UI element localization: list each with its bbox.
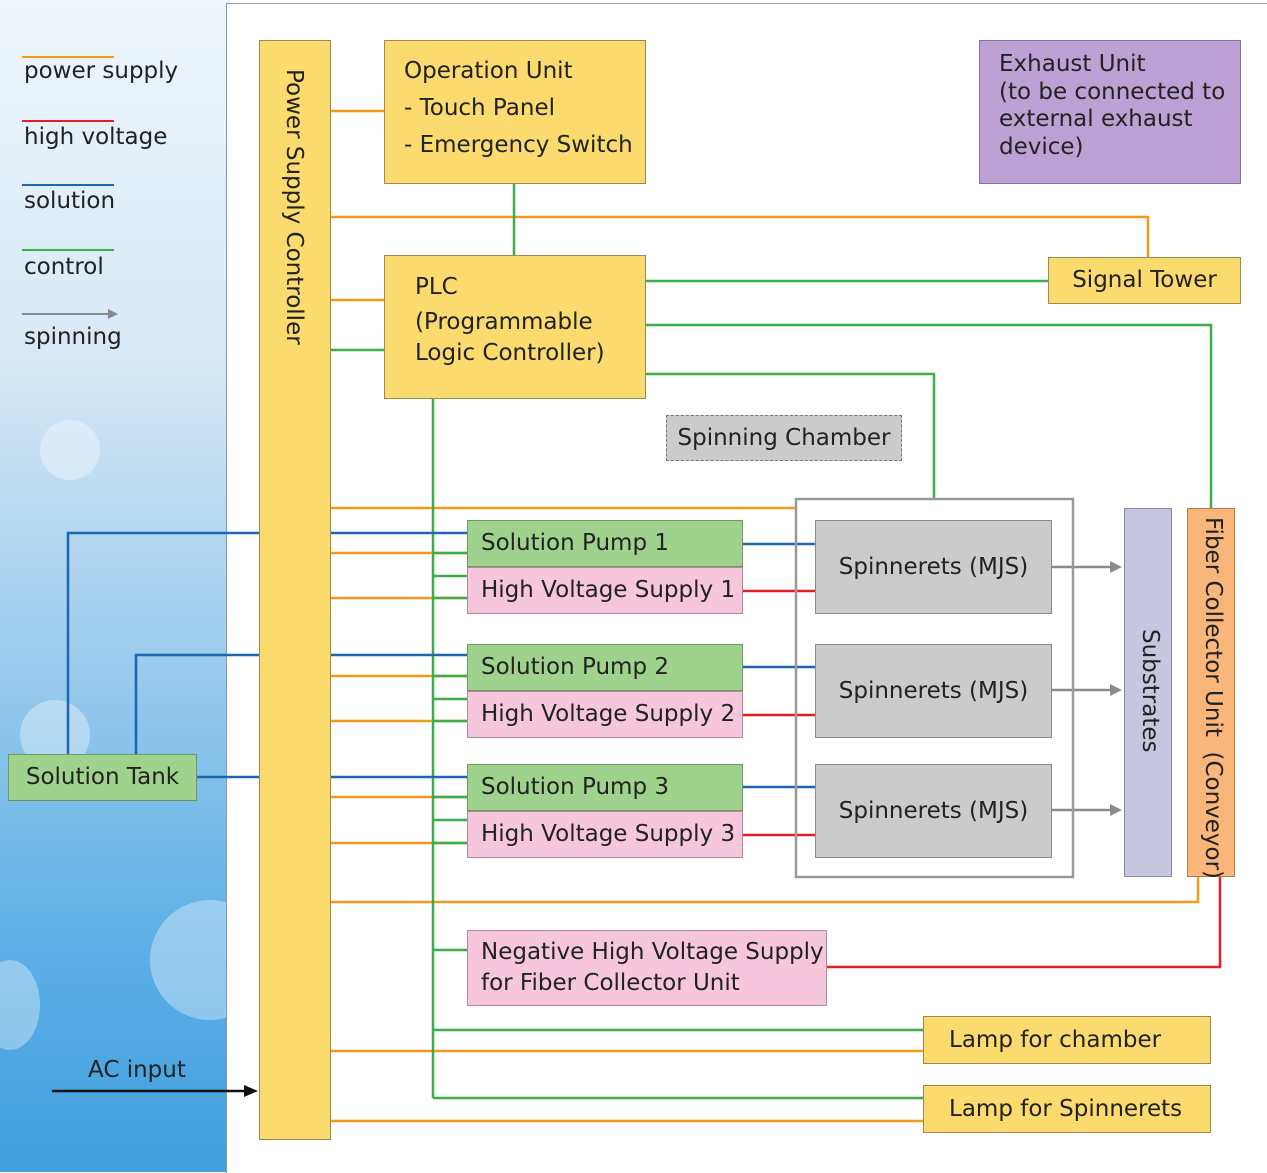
fiber-collector-unit: Fiber Collector Unit (Conveyor) bbox=[1187, 508, 1235, 880]
negative-high-voltage-supply: Negative High Voltage Supply for Fiber C… bbox=[467, 930, 827, 1006]
substrates-label: Substrates bbox=[1136, 629, 1163, 753]
operation-unit: Operation Unit - Touch Panel - Emergency… bbox=[384, 40, 646, 184]
high-voltage-lines bbox=[743, 589, 1222, 969]
exhaust-unit-line2: (to be connected to bbox=[999, 78, 1226, 105]
solution-pump-3-label: Solution Pump 3 bbox=[481, 774, 669, 800]
spinnerets-3: Spinnerets (MJS) bbox=[815, 764, 1052, 858]
fiber-collector-unit-label: Fiber Collector Unit (Conveyor) bbox=[1199, 517, 1226, 880]
solution-lines bbox=[66, 531, 815, 789]
exhaust-unit-line3: external exhaust bbox=[999, 106, 1193, 133]
spinning-chamber-label: Spinning Chamber bbox=[677, 425, 891, 451]
solution-tank: Solution Tank bbox=[8, 754, 197, 801]
spinning-arrows bbox=[1052, 565, 1112, 812]
high-voltage-supply-3-label: High Voltage Supply 3 bbox=[481, 821, 736, 847]
legend-line-control bbox=[22, 249, 114, 251]
legend-control: control bbox=[24, 254, 104, 280]
high-voltage-supply-3: High Voltage Supply 3 bbox=[467, 811, 743, 858]
plc: PLC (Programmable Logic Controller) bbox=[384, 255, 646, 399]
spinnerets-1-label: Spinnerets (MJS) bbox=[838, 554, 1029, 580]
power-supply-controller-label: Power Supply Controller bbox=[280, 69, 307, 345]
operation-unit-emergency-switch: - Emergency Switch bbox=[404, 131, 633, 158]
high-voltage-supply-1: High Voltage Supply 1 bbox=[467, 567, 743, 614]
spinnerets-1: Spinnerets (MJS) bbox=[815, 520, 1052, 614]
lamp-for-chamber: Lamp for chamber bbox=[923, 1016, 1211, 1064]
lamp-for-chamber-label: Lamp for chamber bbox=[949, 1027, 1162, 1053]
legend-line-power bbox=[22, 56, 114, 58]
legend-line-high-voltage bbox=[22, 120, 114, 122]
solution-pump-1: Solution Pump 1 bbox=[467, 520, 743, 567]
ac-input-label: AC input bbox=[88, 1057, 186, 1083]
plc-line3: Logic Controller) bbox=[415, 340, 605, 367]
signal-tower-label: Signal Tower bbox=[1072, 267, 1217, 293]
signal-tower: Signal Tower bbox=[1048, 257, 1241, 304]
exhaust-unit-line4: device) bbox=[999, 133, 1084, 160]
legend-solution: solution bbox=[24, 188, 116, 214]
spinning-chamber-label-box: Spinning Chamber bbox=[666, 415, 902, 461]
high-voltage-supply-2-label: High Voltage Supply 2 bbox=[481, 701, 736, 727]
operation-unit-title: Operation Unit bbox=[404, 58, 573, 84]
negative-hv-line1: Negative High Voltage Supply bbox=[481, 939, 824, 965]
spinning-chamber-outline bbox=[794, 497, 1075, 879]
legend-spinning-arrow bbox=[22, 309, 118, 319]
plc-line2: (Programmable bbox=[415, 309, 593, 336]
spinnerets-2: Spinnerets (MJS) bbox=[815, 644, 1052, 738]
solution-pump-2: Solution Pump 2 bbox=[467, 644, 743, 691]
power-supply-controller: Power Supply Controller bbox=[259, 40, 331, 1140]
high-voltage-supply-1-label: High Voltage Supply 1 bbox=[481, 577, 736, 603]
legend-high-voltage: high voltage bbox=[24, 124, 168, 150]
operation-unit-touch-panel: - Touch Panel bbox=[404, 94, 555, 121]
background-gradient bbox=[0, 0, 270, 1172]
solution-pump-3: Solution Pump 3 bbox=[467, 764, 743, 811]
legend-line-solution bbox=[22, 184, 114, 186]
lamp-for-spinnerets: Lamp for Spinnerets bbox=[923, 1085, 1211, 1133]
decor-bubble bbox=[40, 420, 100, 480]
high-voltage-supply-2: High Voltage Supply 2 bbox=[467, 691, 743, 738]
solution-pump-2-label: Solution Pump 2 bbox=[481, 654, 669, 680]
solution-tank-label: Solution Tank bbox=[25, 764, 180, 790]
plc-title: PLC bbox=[415, 274, 458, 300]
legend-spinning: spinning bbox=[24, 324, 122, 350]
solution-pump-1-label: Solution Pump 1 bbox=[481, 530, 669, 556]
negative-hv-line2: for Fiber Collector Unit bbox=[481, 970, 740, 997]
legend-power-supply: power supply bbox=[24, 58, 179, 84]
exhaust-unit: Exhaust Unit (to be connected to externa… bbox=[979, 40, 1241, 184]
substrates: Substrates bbox=[1124, 508, 1172, 877]
lamp-for-spinnerets-label: Lamp for Spinnerets bbox=[949, 1096, 1183, 1122]
spinnerets-3-label: Spinnerets (MJS) bbox=[838, 798, 1029, 824]
exhaust-unit-title: Exhaust Unit bbox=[999, 51, 1146, 77]
control-lines bbox=[330, 183, 1213, 1100]
spinnerets-2-label: Spinnerets (MJS) bbox=[838, 678, 1029, 704]
